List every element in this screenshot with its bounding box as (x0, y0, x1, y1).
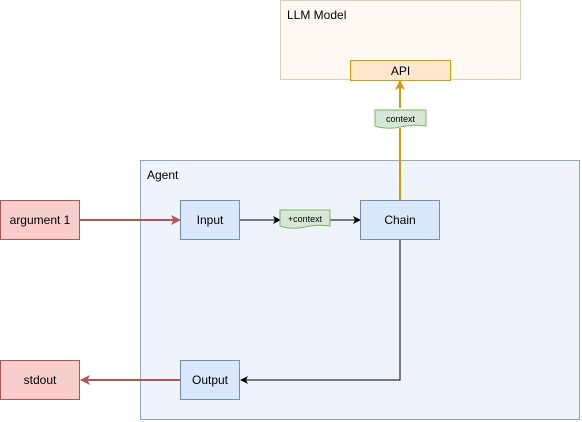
plus-context-document-label: +context (288, 214, 323, 224)
plus-context-document: +context (279, 209, 331, 229)
context-document-label: context (386, 114, 416, 124)
api-label: API (390, 63, 411, 78)
chain-label: Chain (384, 213, 416, 227)
llm-model-label: LLM Model (287, 8, 347, 22)
input-node[interactable]: Input (180, 200, 240, 240)
api-node[interactable]: API (350, 60, 451, 81)
output-label: Output (191, 373, 229, 387)
input-label: Input (196, 213, 224, 227)
argument-node[interactable]: argument 1 (0, 200, 80, 240)
output-node[interactable]: Output (180, 360, 240, 400)
edge-chain-to-output (240, 240, 401, 384)
chain-node[interactable]: Chain (360, 200, 440, 240)
context-document: context (374, 109, 427, 129)
stdout-label: stdout (23, 373, 57, 387)
agent-label: Agent (147, 168, 179, 182)
argument-label: argument 1 (9, 213, 71, 227)
stdout-node[interactable]: stdout (0, 360, 80, 400)
